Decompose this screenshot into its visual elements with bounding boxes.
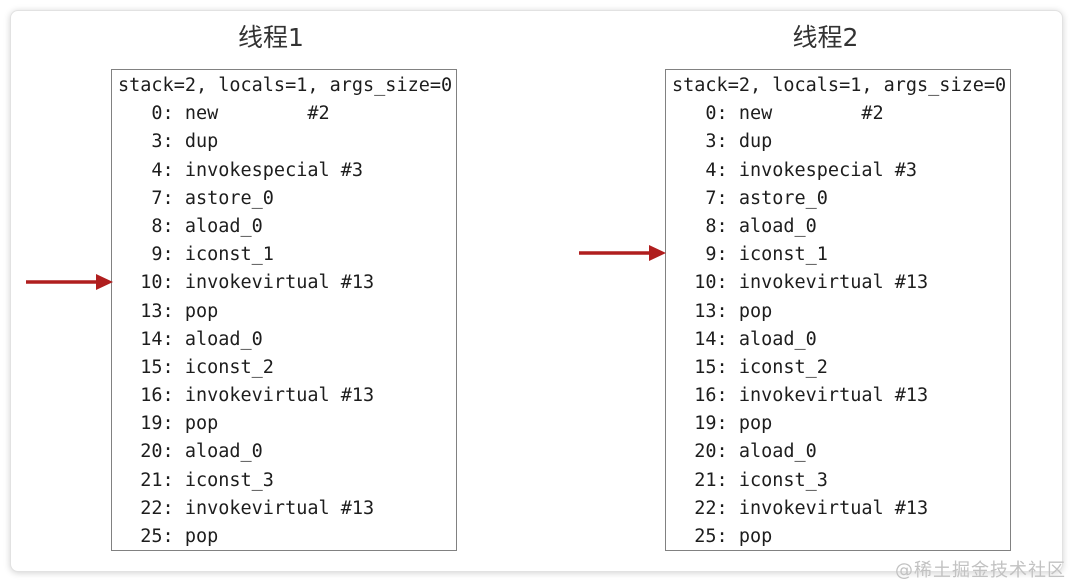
bytecode-line: 0: new #2	[118, 103, 330, 125]
bytecode-line: 22: invokevirtual #13	[672, 497, 929, 519]
bytecode-line: 7: astore_0	[118, 187, 274, 209]
bytecode-line: 4: invokespecial #3	[672, 159, 918, 181]
execution-pointer-arrow-thread2	[579, 245, 666, 261]
bytecode-line: 19: pop	[118, 413, 219, 435]
bytecode-line: 0: new #2	[672, 103, 884, 125]
bytecode-line: 14: aload_0	[672, 328, 817, 350]
bytecode-line: 21: iconst_3	[672, 469, 828, 491]
panel-title-thread1: 线程1	[238, 23, 304, 52]
bytecode-line: 21: iconst_3	[118, 469, 274, 491]
bytecode-line: 7: astore_0	[672, 187, 828, 209]
bytecode-line: 8: aload_0	[118, 215, 263, 237]
frame-header: stack=2, locals=1, args_size=0	[672, 75, 1007, 96]
bytecode-line: 13: pop	[672, 300, 773, 322]
bytecode-line: 16: invokevirtual #13	[118, 385, 375, 407]
bytecode-line: 20: aload_0	[118, 441, 263, 463]
bytecode-line: 20: aload_0	[672, 441, 817, 463]
bytecode-line: 22: invokevirtual #13	[118, 497, 375, 519]
frame-header: stack=2, locals=1, args_size=0	[118, 75, 453, 96]
bytecode-line: 9: iconst_1	[672, 244, 828, 266]
bytecode-frame-thread2: stack=2, locals=1, args_size=0 0: new #2…	[665, 69, 1011, 551]
watermark: @稀土掘金技术社区	[895, 560, 1066, 581]
bytecode-line: 4: invokespecial #3	[118, 159, 364, 181]
bytecode-line: 3: dup	[118, 131, 219, 153]
bytecode-line: 8: aload_0	[672, 215, 817, 237]
arrow-head-icon	[649, 245, 666, 261]
bytecode-line: 25: pop	[672, 526, 773, 547]
bytecode-line: 14: aload_0	[118, 328, 263, 350]
bytecode-line: 10: invokevirtual #13	[118, 272, 375, 294]
bytecode-line: 15: iconst_2	[118, 356, 274, 378]
bytecode-line: 9: iconst_1	[118, 244, 274, 266]
bytecode-line: 16: invokevirtual #13	[672, 385, 929, 407]
bytecode-line: 10: invokevirtual #13	[672, 272, 929, 294]
bytecode-line: 13: pop	[118, 300, 219, 322]
arrow-head-icon	[96, 274, 113, 290]
bytecode-frame-thread1: stack=2, locals=1, args_size=0 0: new #2…	[111, 69, 457, 551]
bytecode-line: 3: dup	[672, 131, 773, 153]
bytecode-line: 19: pop	[672, 413, 773, 435]
bytecode-line: 15: iconst_2	[672, 356, 828, 378]
panel-title-thread2: 线程2	[792, 23, 859, 52]
bytecode-line: 25: pop	[118, 526, 219, 547]
execution-pointer-arrow-thread1	[26, 274, 113, 290]
